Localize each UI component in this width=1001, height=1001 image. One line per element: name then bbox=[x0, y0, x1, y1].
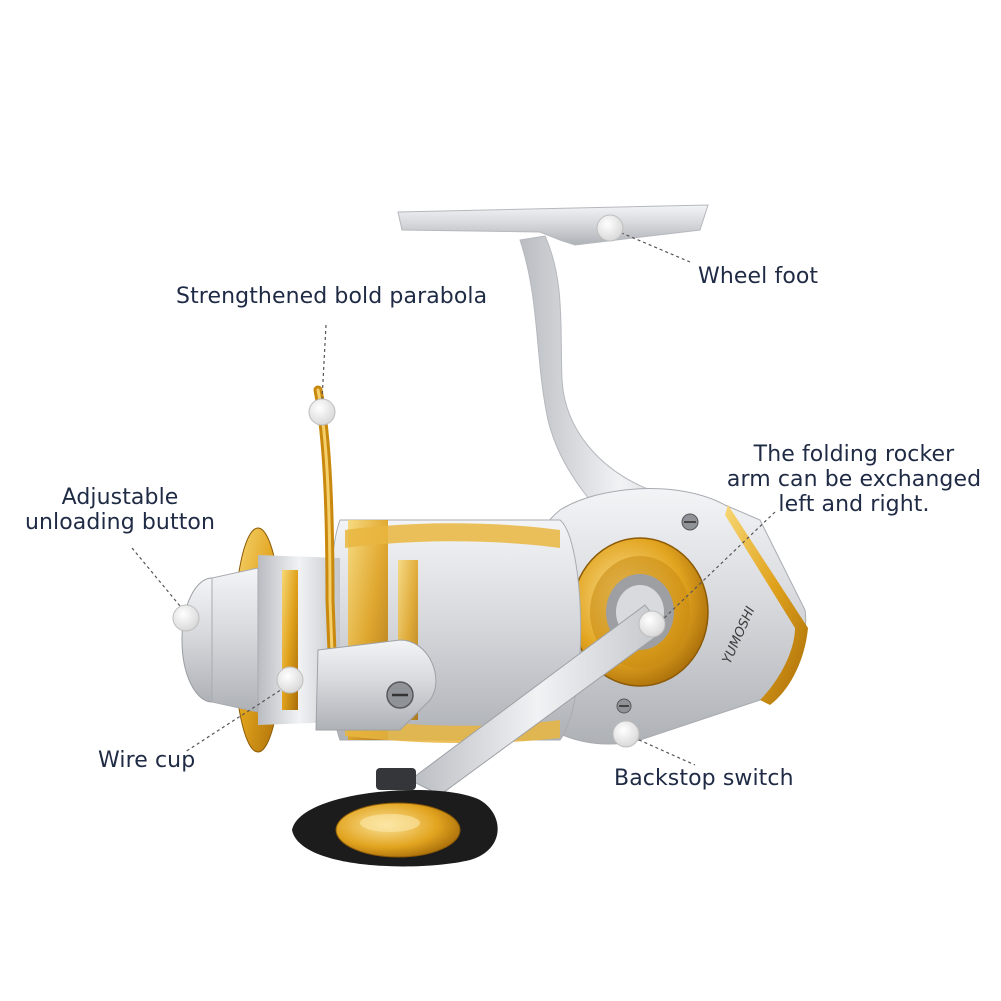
callout-wheel-foot-text: Wheel foot bbox=[698, 264, 819, 289]
callout-unloading-line-2: unloading button bbox=[24, 510, 216, 535]
marker-wire-cup bbox=[276, 666, 304, 694]
callout-wire-cup-text: Wire cup bbox=[98, 748, 196, 773]
callout-rocker-arm: The folding rocker arm can be exchanged … bbox=[716, 442, 992, 517]
callout-rocker-arm-line-1: The folding rocker bbox=[753, 442, 955, 467]
marker-rocker-arm bbox=[638, 610, 666, 638]
callout-rocker-arm-line-3: left and right. bbox=[778, 492, 930, 517]
callout-wheel-foot: Wheel foot bbox=[698, 264, 818, 289]
marker-parabola bbox=[308, 398, 336, 426]
callout-wire-cup: Wire cup bbox=[98, 748, 195, 773]
callout-parabola: Strengthened bold parabola bbox=[176, 284, 487, 309]
callout-unloading-line-1: Adjustable bbox=[61, 485, 179, 510]
callout-parabola-text: Strengthened bold parabola bbox=[176, 284, 488, 309]
marker-wheel-foot bbox=[596, 214, 624, 242]
leader-lines bbox=[131, 227, 776, 766]
callout-rocker-arm-line-2: arm can be exchanged bbox=[726, 467, 982, 492]
callout-backstop-text: Backstop switch bbox=[614, 766, 794, 791]
marker-backstop-switch bbox=[612, 720, 640, 748]
handle-knob-part bbox=[292, 790, 498, 867]
callout-backstop-switch: Backstop switch bbox=[614, 766, 794, 791]
callout-markers bbox=[172, 214, 666, 748]
bail-arm-part bbox=[315, 639, 437, 731]
marker-unloading-button bbox=[172, 604, 200, 632]
callout-unloading-button: Adjustable unloading button bbox=[22, 485, 218, 535]
